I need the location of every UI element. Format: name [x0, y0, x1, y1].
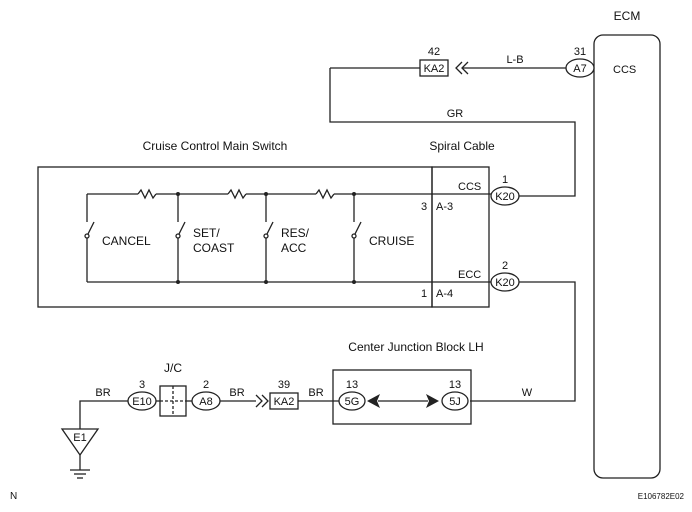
ecm-title: ECM	[614, 9, 641, 23]
connector-e10-code: E10	[132, 396, 152, 408]
connector-k20-top-pin: 1	[502, 174, 508, 186]
main-switch-pin-bottom: 1	[421, 288, 427, 300]
wire-br3-label: BR	[308, 387, 323, 399]
switch-set-label: SET/	[193, 226, 220, 240]
spiral-cable-signal-ccs: CCS	[458, 181, 481, 193]
connector-k20-bottom-pin: 2	[502, 260, 508, 272]
connector-e10-pin: 3	[139, 379, 145, 391]
connector-5j	[441, 391, 469, 411]
switch-cancel-label: CANCEL	[102, 234, 151, 248]
connector-a8-pin: 2	[203, 379, 209, 391]
connector-k20-top-code: K20	[495, 191, 515, 203]
ground-point-e1	[60, 428, 100, 457]
main-switch-block: Cruise Control Main Switch CANCEL SET/ C…	[37, 139, 433, 308]
wire-w-label: W	[522, 387, 533, 399]
ecm-terminal-label: CCS	[613, 64, 636, 76]
ecm-block: ECM CCS	[593, 9, 661, 479]
connector-ka2-top-pin: 42	[428, 46, 440, 58]
resistor-icon	[315, 188, 335, 200]
connector-ka2-top-code: KA2	[424, 63, 445, 75]
connector-ka2-bottom-pin: 39	[278, 379, 290, 391]
junction-block-title: Center Junction Block LH	[348, 340, 483, 354]
connector-ka2-bottom	[269, 392, 299, 410]
bus-arrow-right-icon	[426, 394, 439, 408]
figure-code: E106782E02	[638, 492, 685, 501]
wire-gr: GR	[329, 68, 576, 197]
switch-res-label: RES/	[281, 226, 310, 240]
footer-left-mark: N	[10, 491, 17, 502]
switch-cruise-label: CRUISE	[369, 234, 414, 248]
junction-block: Center Junction Block LH 5G 13 5J 13	[332, 340, 484, 425]
wire-gr-label: GR	[447, 108, 464, 120]
connector-a7-pin: 31	[574, 46, 586, 58]
connector-5j-code: 5J	[449, 396, 461, 408]
connector-ka2-bottom-code: KA2	[274, 396, 295, 408]
spiral-cable-block: Spiral Cable A-3 A-4 CCS ECC	[429, 139, 495, 308]
connector-a7-code: A7	[573, 63, 586, 75]
spiral-cable-pin-top: A-3	[436, 201, 453, 213]
ground-e1-code: E1	[73, 432, 86, 444]
wire-br2-label: BR	[229, 387, 244, 399]
switch-coast-label: COAST	[193, 241, 235, 255]
double-arrow-connector-icon	[455, 61, 469, 75]
bus-arrow-left-icon	[367, 394, 380, 408]
wire-lb: A7 31 L-B KA2 42	[330, 46, 595, 78]
connector-a8-code: A8	[199, 396, 212, 408]
main-switch-title: Cruise Control Main Switch	[143, 139, 288, 153]
spiral-cable-pin-bottom: A-4	[436, 288, 453, 300]
connector-5g-pin: 13	[346, 379, 358, 391]
main-switch-pin-top: 3	[421, 201, 427, 213]
ground-path: BR KA2 39 BR A8 2 J/C E10 3 BR E1	[60, 361, 339, 479]
connector-k20-bottom: K20 2	[490, 260, 520, 292]
connector-k20-bottom-code: K20	[495, 277, 515, 289]
spiral-cable-signal-ecc: ECC	[458, 269, 481, 281]
wire-w: W	[470, 281, 576, 402]
double-arrow-connector-icon	[255, 394, 269, 408]
resistor-icon	[137, 188, 157, 200]
switch-acc-label: ACC	[281, 241, 307, 255]
wire-lb-label: L-B	[506, 54, 523, 66]
connector-5g-code: 5G	[345, 396, 360, 408]
jc-label: J/C	[164, 361, 182, 375]
resistor-icon	[227, 188, 247, 200]
connector-5j-pin: 13	[449, 379, 461, 391]
connector-k20-top: K20 1	[490, 174, 520, 206]
wire-br1-label: BR	[95, 387, 110, 399]
spiral-cable-title: Spiral Cable	[429, 139, 495, 153]
